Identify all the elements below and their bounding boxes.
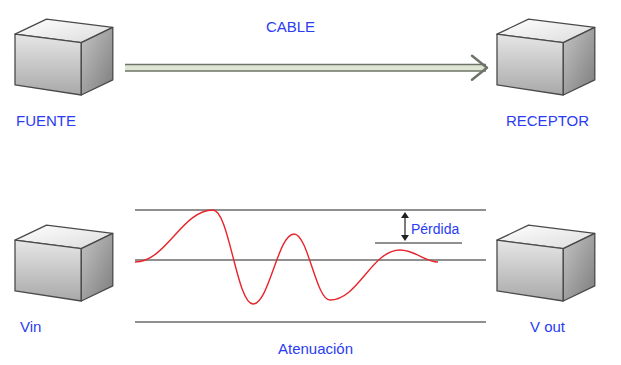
cube-side-face: [563, 233, 595, 301]
loss-arrowhead-down: [401, 235, 409, 241]
cube-front-face: [497, 240, 563, 301]
device-label: V out: [494, 318, 601, 336]
device-node: Vin: [12, 220, 119, 336]
device-cube-icon: [12, 14, 117, 98]
loss-arrowhead-up: [401, 212, 409, 218]
label-holder: Atenuación: [278, 340, 353, 358]
loss-reference-line: [375, 242, 462, 243]
device-cube-icon: [12, 220, 117, 304]
lower-level-line: [135, 321, 486, 322]
device-node: V out: [494, 220, 601, 336]
cube-side-face: [81, 27, 113, 95]
cable-outline: [125, 64, 486, 72]
device-cube-icon: [494, 14, 599, 98]
edge-label-holder: CABLE: [266, 18, 315, 36]
attenuation-label: Atenuación: [278, 340, 353, 358]
cube-side-face: [563, 27, 595, 95]
loss-label: Pérdida: [411, 220, 459, 238]
upper-level-line: [135, 209, 486, 210]
cube-side-face: [81, 233, 113, 301]
cube-front-face: [497, 34, 563, 95]
cube-front-face: [15, 240, 81, 301]
device-node: FUENTE: [12, 14, 119, 130]
cable-label: CABLE: [266, 18, 315, 36]
label-holder: Pérdida: [411, 220, 459, 238]
device-node: RECEPTOR: [494, 14, 601, 130]
arrow-head: [472, 56, 487, 80]
device-label: FUENTE: [12, 112, 119, 130]
cable-body: [125, 65, 486, 70]
device-cube-icon: [494, 220, 599, 304]
damped-signal-wave: [135, 210, 438, 304]
cube-front-face: [15, 34, 81, 95]
device-label: RECEPTOR: [494, 112, 601, 130]
cable-arrow: [125, 56, 487, 80]
device-label: Vin: [12, 318, 119, 336]
